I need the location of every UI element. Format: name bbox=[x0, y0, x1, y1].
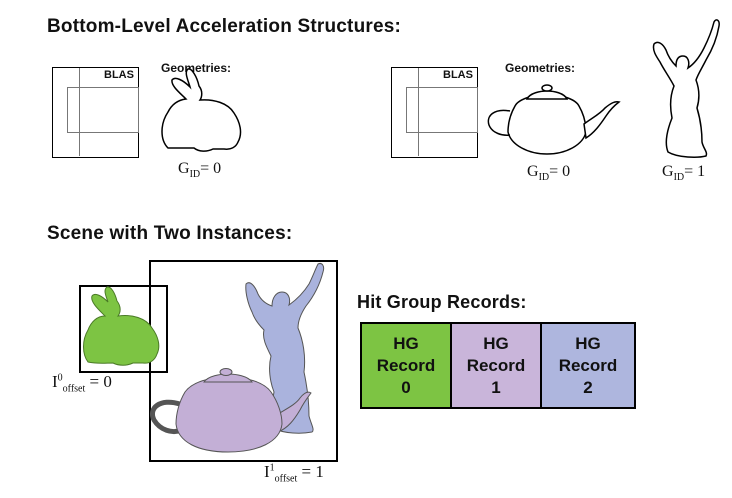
gid-equals: = bbox=[549, 163, 563, 180]
blas-1-inner-rect bbox=[67, 87, 139, 133]
hg-record-line2: Record bbox=[558, 355, 618, 375]
blas-2-label: BLAS bbox=[443, 69, 473, 81]
geometries-label-1: Geometries: bbox=[161, 61, 232, 75]
hg-record-line2: Record bbox=[466, 355, 526, 375]
geometries-label-2: Geometries: bbox=[505, 61, 576, 75]
instance-value: 1 bbox=[315, 462, 324, 481]
hg-record-index: 2 bbox=[583, 377, 593, 397]
hit-group-heading: Hit Group Records: bbox=[357, 292, 527, 312]
gid-equals: = bbox=[684, 163, 698, 180]
instance-equals: = bbox=[85, 372, 104, 391]
instance-value: 0 bbox=[103, 372, 112, 391]
instance-subscript: offset bbox=[62, 383, 86, 395]
teapot-filled-body bbox=[175, 376, 283, 453]
gid-label-2: GID= 0 bbox=[527, 163, 570, 183]
bunny-outline bbox=[161, 68, 242, 152]
gid-symbol: G bbox=[527, 163, 539, 180]
teapot-filled-handle bbox=[150, 399, 183, 435]
teapot-filled-spout bbox=[277, 391, 312, 433]
teapot-outline-spout bbox=[583, 101, 621, 140]
statue-filled bbox=[245, 263, 325, 434]
hg-record-line1: HG bbox=[483, 333, 509, 353]
teapot-outline-body bbox=[507, 93, 587, 155]
blas-1-inner-line-v bbox=[79, 68, 80, 156]
gid-subscript: ID bbox=[673, 172, 685, 184]
hg-record-1: HG Record 1 bbox=[452, 324, 542, 407]
gid-value: 0 bbox=[213, 160, 222, 177]
gid-value: 0 bbox=[562, 163, 571, 180]
gid-symbol: G bbox=[178, 160, 190, 177]
instance-subscript: offset bbox=[274, 473, 298, 485]
instance-symbol: I bbox=[52, 372, 58, 391]
instance-0-offset-label: I0offset = 0 bbox=[52, 372, 112, 394]
teapot-outline-lid bbox=[525, 90, 569, 100]
hg-record-index: 1 bbox=[491, 377, 501, 397]
gid-label-3: GID= 1 bbox=[662, 163, 705, 183]
teapot-filled-knob bbox=[219, 368, 233, 376]
teapot-outline-handle bbox=[487, 109, 511, 136]
blas-2-inner-line-v bbox=[418, 68, 419, 156]
instance-superscript: 0 bbox=[57, 372, 63, 384]
hg-record-line2: Record bbox=[376, 355, 436, 375]
hg-record-line1: HG bbox=[575, 333, 601, 353]
gid-value: 1 bbox=[697, 163, 706, 180]
bunny-filled bbox=[83, 286, 160, 366]
gid-label-1: GID= 0 bbox=[178, 160, 221, 180]
gid-subscript: ID bbox=[189, 169, 201, 181]
instance-0-box bbox=[79, 285, 168, 373]
gid-equals: = bbox=[200, 160, 214, 177]
gid-subscript: ID bbox=[538, 172, 550, 184]
teapot-outline-knob bbox=[541, 84, 553, 92]
blas-1-label: BLAS bbox=[104, 69, 134, 81]
blas-heading: Bottom-Level Acceleration Structures: bbox=[47, 16, 402, 37]
hg-record-0: HG Record 0 bbox=[362, 324, 452, 407]
instance-equals: = bbox=[297, 462, 316, 481]
instance-symbol: I bbox=[264, 462, 270, 481]
statue-outline bbox=[652, 19, 720, 158]
instance-superscript: 1 bbox=[269, 462, 275, 474]
hg-record-line1: HG bbox=[393, 333, 419, 353]
hg-record-2: HG Record 2 bbox=[542, 324, 634, 407]
hg-record-index: 0 bbox=[401, 377, 411, 397]
gid-symbol: G bbox=[662, 163, 674, 180]
hit-group-records-table: HG Record 0 HG Record 1 HG Record 2 bbox=[360, 322, 636, 409]
blas-2-inner-rect bbox=[406, 87, 478, 133]
instance-1-offset-label: I1offset = 1 bbox=[264, 462, 324, 484]
scene-heading: Scene with Two Instances: bbox=[47, 223, 293, 244]
